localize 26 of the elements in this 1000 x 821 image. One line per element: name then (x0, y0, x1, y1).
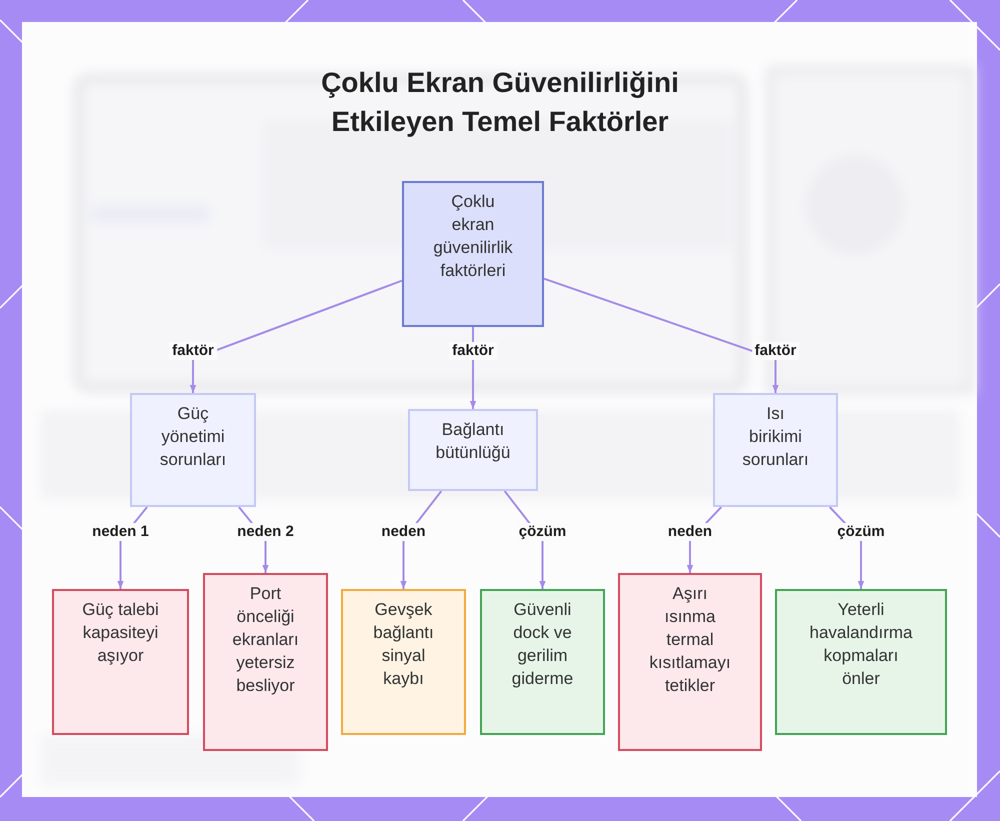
arrow (544, 278, 779, 393)
topic-box (402, 181, 544, 327)
arrow (190, 280, 402, 393)
category-box (713, 393, 838, 507)
node-text: Gevşek bağlantı sinyal kaybı (372, 599, 435, 690)
node-text: Aşırı ısınma termal kısıtlamayı tetikler (648, 583, 732, 697)
edge-label: faktör (169, 342, 217, 360)
solution-box (480, 589, 605, 735)
node-text: Güç talebi kapasiteyi aşıyor (81, 599, 160, 667)
node-text: Bağlantı bütünlüğü (434, 419, 512, 464)
solution-box (775, 589, 947, 735)
node-text: Isı birikimi sorunları (741, 403, 810, 471)
node-text: Çoklu ekran güvenilirlik faktörleri (432, 191, 514, 282)
cause-box (618, 573, 762, 751)
cause-box (341, 589, 466, 735)
node-text: Yeterli havalandırma kopmaları önler (808, 599, 914, 690)
title: Çoklu Ekran Güvenilirliğini Etkileyen Temel Faktörler (320, 66, 680, 139)
category-box (408, 409, 538, 491)
category-box (130, 393, 256, 507)
node-text: Port önceliği ekranları yetersiz besliyor (231, 583, 300, 697)
node-text: Güç yönetimi sorunları (158, 403, 228, 471)
edge-label: faktör (752, 342, 800, 360)
cause-box (52, 589, 189, 735)
edge-label: faktör (449, 342, 497, 360)
cause-box (203, 573, 328, 751)
node-text: Güvenli dock ve gerilim giderme (510, 599, 574, 690)
